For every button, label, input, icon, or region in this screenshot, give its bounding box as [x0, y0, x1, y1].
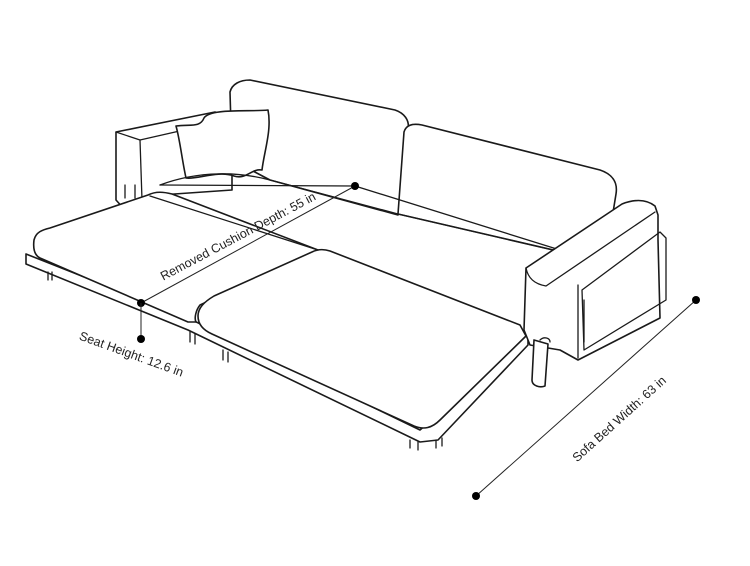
mattress-right — [197, 248, 527, 429]
base-feet — [47, 271, 443, 451]
seat-height-label: Seat Height: 12.6 in — [77, 329, 185, 380]
bed-width-line — [475, 299, 697, 497]
mattress-seam — [149, 195, 319, 251]
seat-height-dot — [137, 335, 145, 343]
cushion-depth-dot-back — [351, 182, 359, 190]
bed-width-label: Sofa Bed Width: 63 in — [570, 373, 669, 464]
cushion-depth-line — [140, 185, 356, 304]
bed-width-dot-bottom — [472, 492, 480, 500]
bed-width-dot-top — [692, 296, 700, 304]
armrest-leg — [531, 339, 549, 388]
back-cushion-right — [397, 123, 618, 263]
right-armrest — [523, 199, 661, 361]
